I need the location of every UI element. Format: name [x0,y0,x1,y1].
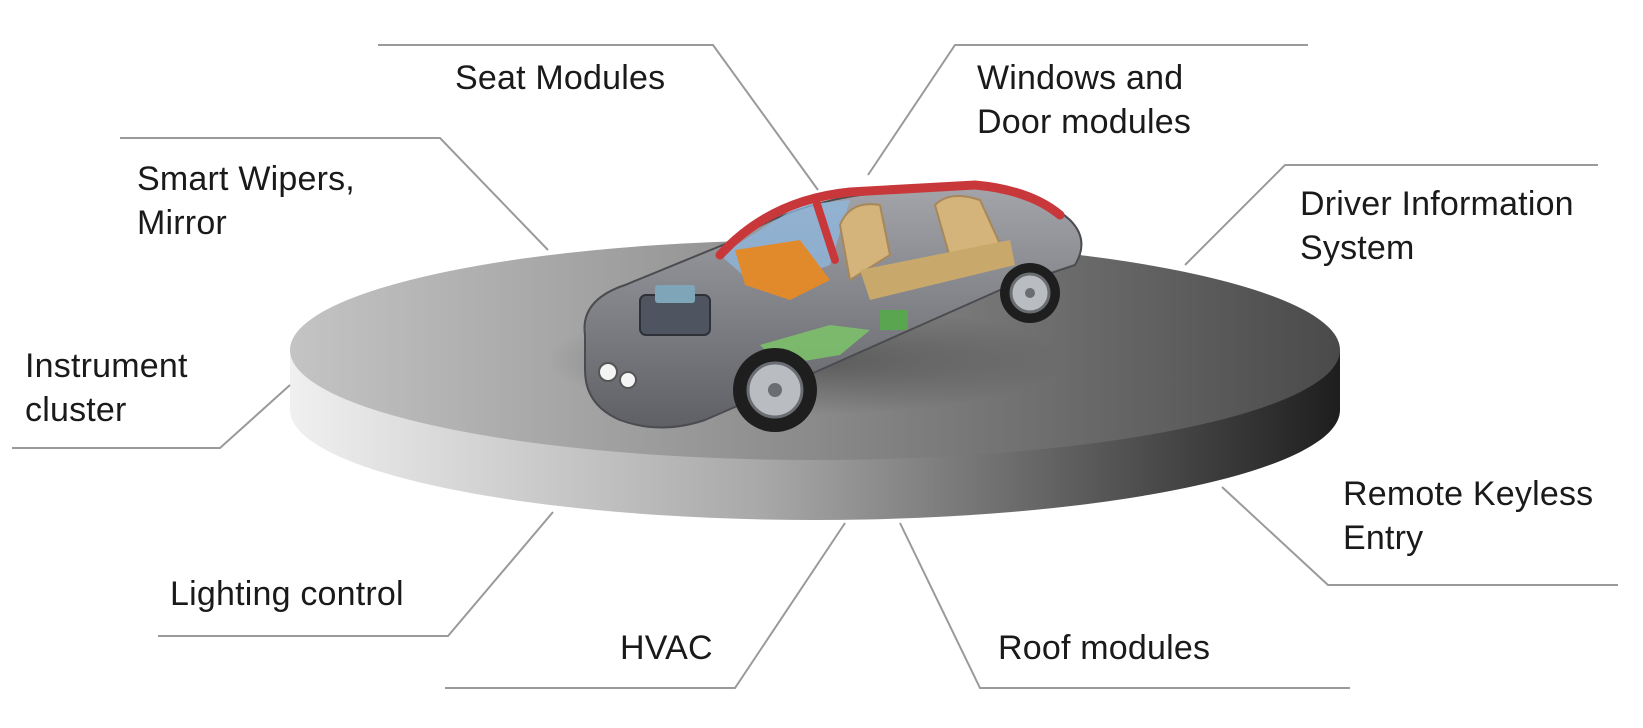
leader-line-windows-door [867,44,1308,176]
car-rear-wheel [1000,263,1060,323]
leader-line-instrument-cluster [12,384,291,449]
car-front-seat [838,203,892,282]
label-line: Remote Keyless [1343,475,1594,513]
label-line: Seat Modules [455,59,666,97]
car-engine-top [655,285,695,303]
label-line: Mirror [137,204,227,242]
leader-lines [12,44,1618,689]
car-seat-base [860,240,1015,300]
label-line: cluster [25,391,127,429]
car-dashboard [735,240,830,300]
leader-line-remote-keyless [1221,486,1618,586]
label-line: Instrument [25,347,188,385]
car-headlight-left [598,362,618,382]
leader-line-driver-info [1184,164,1598,266]
leader-line-seat-modules [378,44,819,191]
car-roof-frame [715,180,1065,260]
label-line: HVAC [620,629,713,667]
leader-line-hvac [445,522,846,689]
label-line: Roof modules [998,629,1211,667]
label-driver-information-system: Driver Information System [1300,182,1574,270]
label-smart-wipers-mirror: Smart Wipers, Mirror [137,157,355,245]
label-line: Door modules [977,103,1192,141]
label-line: Smart Wipers, [137,160,355,198]
label-line: Driver Information [1300,185,1574,223]
car-a-pillar [811,194,839,264]
car-headlight-right [619,371,637,389]
leader-line-roof-modules [899,522,1350,689]
label-line: Lighting control [170,575,404,613]
label-line: System [1300,229,1415,267]
car-illustration [545,180,1083,432]
leader-line-lighting-control [158,511,554,637]
label-seat-modules: Seat Modules [455,56,665,100]
car-control-unit [880,310,908,330]
car-front-wheel [733,348,817,432]
label-hvac: HVAC [620,626,713,670]
label-remote-keyless-entry: Remote Keyless Entry [1343,472,1593,560]
label-windows-door-modules: Windows and Door modules [977,56,1191,144]
label-instrument-cluster: Instrument cluster [25,344,188,432]
label-lighting-control: Lighting control [170,572,404,616]
leader-line-smart-wipers [120,137,549,251]
label-line: Windows and [977,59,1184,97]
label-line: Entry [1343,519,1424,557]
label-roof-modules: Roof modules [998,626,1210,670]
